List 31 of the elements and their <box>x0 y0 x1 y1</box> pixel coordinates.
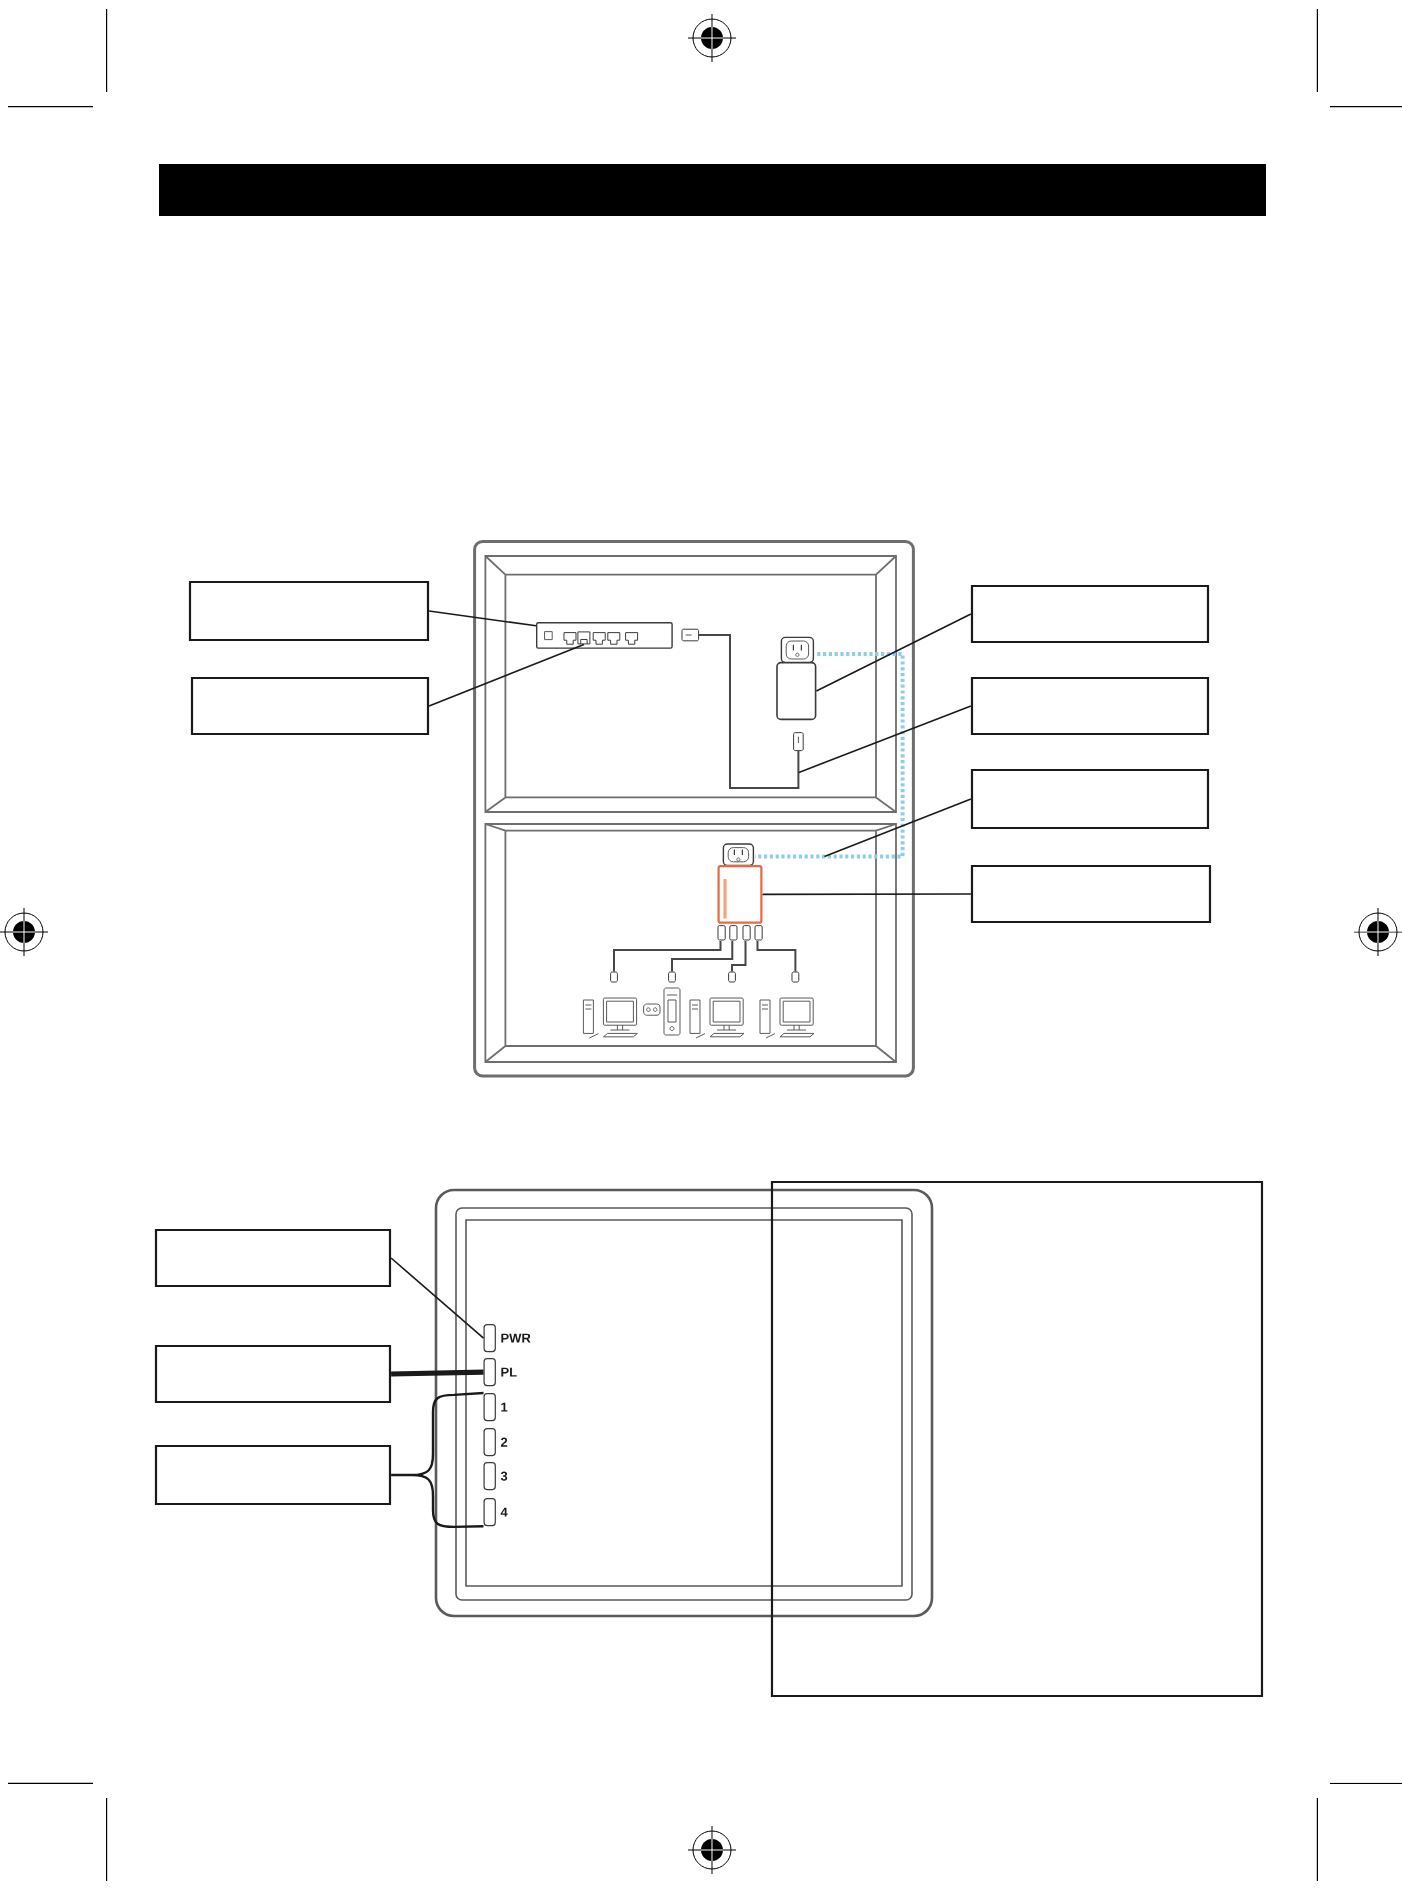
callout-box <box>154 1344 392 1404</box>
callout-box <box>970 584 1210 644</box>
callout-box <box>190 676 430 736</box>
callout-box <box>154 1444 392 1506</box>
callout-box <box>970 676 1210 736</box>
callout-box <box>188 580 430 642</box>
leader-line <box>428 610 537 627</box>
powerline-wiring <box>755 652 905 859</box>
network-cable <box>731 940 747 973</box>
network-cable <box>756 940 797 973</box>
leader-bracket <box>389 1391 485 1529</box>
game-console <box>643 971 681 1036</box>
leader-line <box>798 705 972 774</box>
network-cable <box>671 940 734 973</box>
callout-box <box>970 864 1212 924</box>
leader-line <box>815 613 972 692</box>
callout-box <box>154 1228 392 1288</box>
desktop-computer <box>759 971 815 1039</box>
leader-line <box>391 1369 484 1377</box>
text-box <box>770 1180 1264 1698</box>
network-cable <box>613 940 722 973</box>
ethernet-port <box>577 631 591 645</box>
network-cable <box>681 628 804 789</box>
desktop-computer <box>689 971 745 1039</box>
leader-line <box>428 643 585 707</box>
desktop-computer <box>582 971 638 1039</box>
callout-box <box>970 768 1210 830</box>
powerline-adapter <box>717 865 763 941</box>
leader-line <box>823 798 972 858</box>
leader-line <box>390 1257 485 1339</box>
leader-line <box>761 893 972 896</box>
